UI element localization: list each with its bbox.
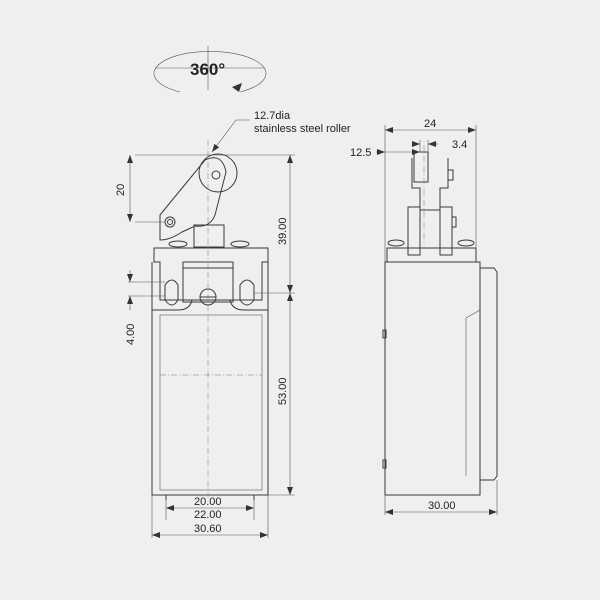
dim-lever-height: 20: [115, 184, 127, 196]
dim-top-width: 24: [424, 118, 436, 130]
roller-note-material: stainless steel roller: [254, 123, 351, 135]
front-view: 20 39.00 53.00 4.00 20.00 22.00 30.60: [115, 140, 295, 538]
lever-arm: [159, 157, 227, 241]
roller-side: [413, 151, 429, 183]
side-panel: [480, 267, 498, 481]
dim-top-height: 39.00: [277, 217, 289, 245]
side-view: 24 12.5 3.4 30.00: [350, 118, 498, 515]
head-side: [386, 247, 477, 263]
dim-roller-width: 3.4: [452, 139, 467, 151]
mount-slot-left: [164, 279, 179, 306]
dim-width-inner: 20.00: [194, 496, 222, 508]
dim-body-height: 53.00: [277, 377, 289, 405]
dim-width-mid: 22.00: [194, 509, 222, 521]
mount-slot-right: [239, 279, 255, 306]
lever-bracket-right: [439, 206, 453, 256]
lever-bracket-left: [407, 206, 421, 256]
roller: [198, 153, 238, 193]
rotation-label: 360°: [190, 60, 225, 79]
dim-width-total: 30.60: [194, 523, 222, 535]
dim-depth: 30.00: [428, 500, 456, 512]
dim-mount-offset: 4.00: [125, 324, 137, 345]
body-side: [384, 261, 481, 496]
rotation-ellipse: [153, 51, 267, 93]
switch-body: [151, 262, 269, 496]
roller-note: 12.7dia stainless steel roller: [211, 110, 351, 153]
rotation-arrow-icon: [232, 83, 242, 92]
switch-head: [153, 247, 269, 301]
roller-note-diameter: 12.7dia: [254, 110, 291, 122]
rotation-symbol: 360°: [153, 46, 267, 93]
dim-offset: 12.5: [350, 147, 371, 159]
